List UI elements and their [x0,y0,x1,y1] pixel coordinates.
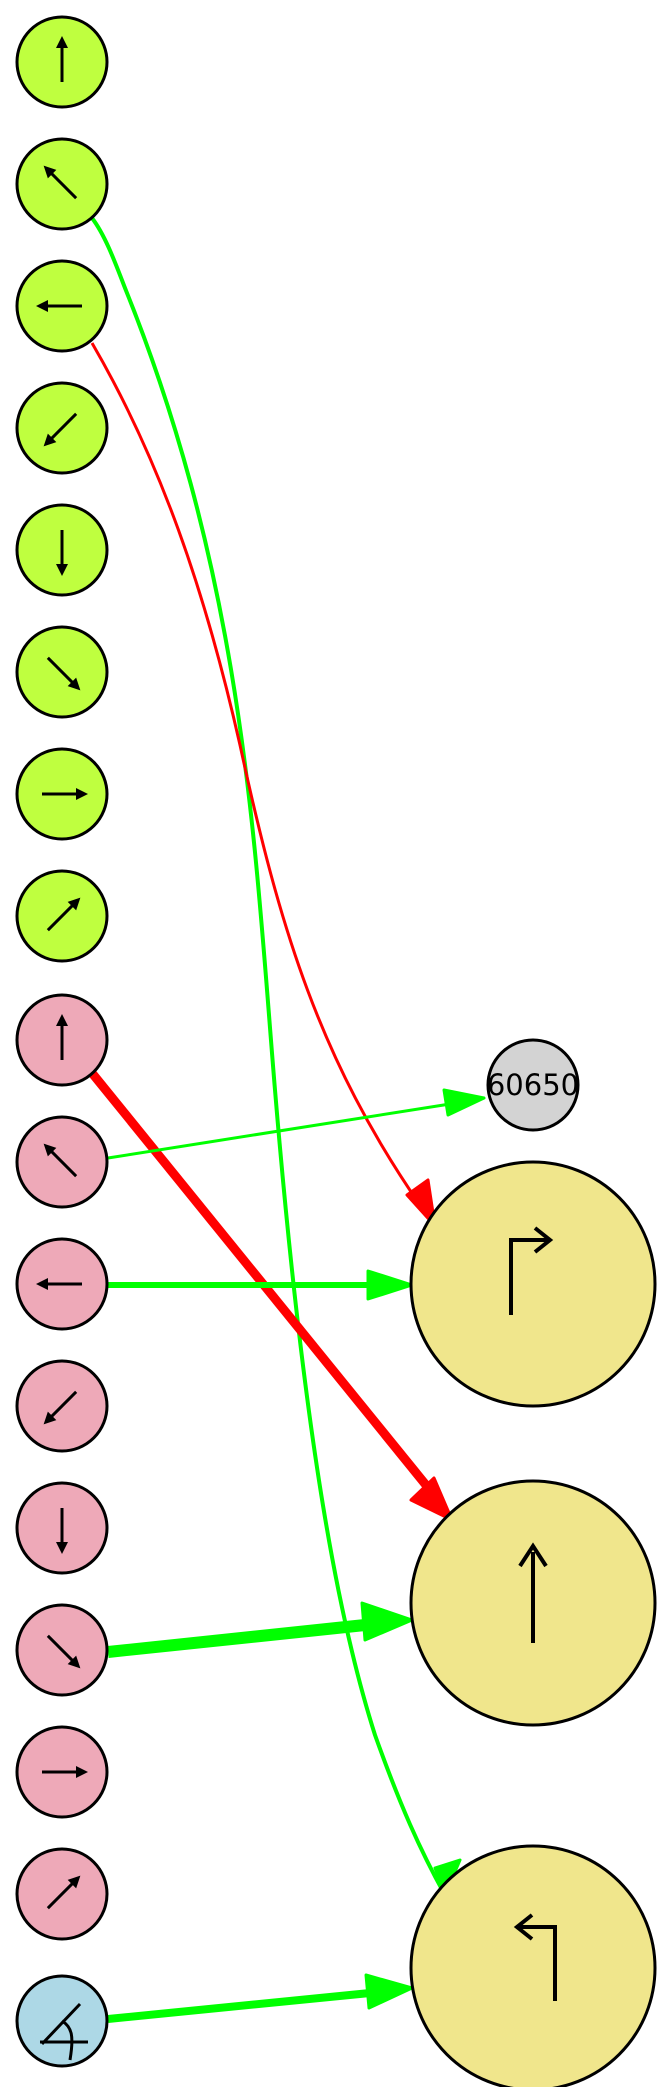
node-turn-left[interactable] [409,1844,657,2087]
node-pink-up[interactable] [15,993,109,1087]
node-green-upleft[interactable] [15,137,109,231]
node-green-down[interactable] [15,503,109,597]
edge-arrowhead [442,1088,486,1117]
arrow-up-left-icon [43,1143,78,1178]
node-pink-right[interactable] [15,1725,109,1819]
node-green-downleft[interactable] [15,381,109,475]
arrow-down-icon [56,530,68,576]
edge-g-left-to-y-turn-right [90,342,422,1206]
edge-arrowhead [405,1178,437,1228]
angle-icon [40,2002,88,2061]
node-blue-angle[interactable] [15,1974,109,2068]
arrow-left-icon [36,1278,82,1290]
node-green-up[interactable] [15,15,109,109]
node-green-downright[interactable] [15,625,109,719]
edge-arrowhead [360,1601,414,1642]
arrow-down-right-icon [46,1634,81,1669]
node-pink-down[interactable] [15,1481,109,1575]
edge-arrowhead [366,1269,414,1301]
arrow-up-icon [518,1542,548,1643]
green-node-group [15,15,109,963]
edge-g-upleft-to-y-turn-left [90,216,447,1896]
node-pink-upright[interactable] [15,1847,109,1941]
arrow-left-icon [36,300,82,312]
edge-arrowhead [364,1973,414,2010]
edges [88,216,486,2023]
edge-p-up-to-y-straight [88,1070,434,1493]
node-pink-left[interactable] [15,1237,109,1331]
node-pink-upleft[interactable] [15,1115,109,1209]
edge-p-upleft-to-n60650 [107,1102,451,1160]
node-green-right[interactable] [15,747,109,841]
arrow-down-left-icon [43,1390,78,1425]
arrow-right-icon [42,788,88,800]
edge-b-angle-to-y-turn-left [107,1989,371,2023]
node-pink-downleft[interactable] [15,1359,109,1453]
node-green-left[interactable] [15,259,109,353]
turn-left-icon [513,1913,557,2001]
node-green-upright[interactable] [15,869,109,963]
node-pink-downright[interactable] [15,1603,109,1697]
arrow-up-icon [56,36,68,82]
arrow-down-icon [56,1508,68,1554]
edge-p-downright-to-y-straight [107,1619,366,1658]
node-straight[interactable] [409,1479,657,1727]
arrow-up-right-icon [46,1875,81,1910]
node-60650-label: 60650 [487,1068,579,1102]
arrow-right-icon [42,1766,88,1778]
arrow-up-icon [56,1014,68,1060]
node-turn-right[interactable] [409,1160,657,1408]
pink-node-group [15,993,109,1941]
edge-arrowhead [409,1476,454,1522]
node-60650[interactable]: 60650 [486,1038,580,1132]
turn-right-icon [509,1226,554,1315]
